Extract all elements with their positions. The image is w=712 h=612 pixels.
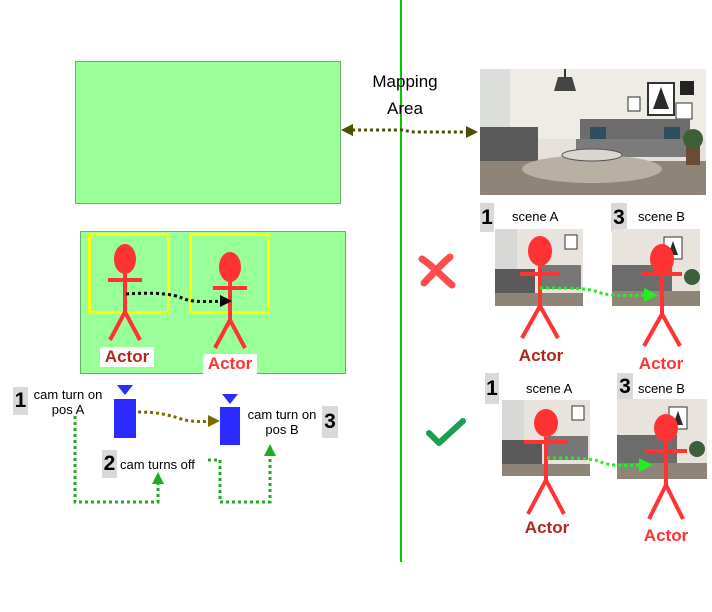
bad-scene-a-label: scene A	[512, 209, 559, 224]
camera-movement-arrow	[137, 410, 220, 427]
mapping-area-box	[75, 61, 341, 204]
actor-movement-arrow	[125, 291, 232, 307]
living-room-photo	[480, 69, 706, 195]
cross-icon	[418, 253, 456, 289]
step-2-number: 2	[102, 450, 117, 478]
step-3-label: cam turn on pos B	[244, 407, 320, 437]
good-scene-a-label: scene A	[526, 381, 573, 396]
camera-icon	[220, 394, 240, 445]
step-3-line2: pos B	[265, 422, 299, 437]
actor-label-bad-3: Actor	[638, 354, 684, 373]
bad-transition-arrow	[539, 286, 658, 302]
step-2-label: cam turns off	[120, 457, 195, 472]
good-transition-arrow	[546, 456, 653, 472]
camera-flow-lines	[73, 416, 276, 504]
actor-figure-bad-3	[642, 244, 682, 347]
mapping-area-label: Mapping Area	[355, 68, 455, 122]
step-1-line1: cam turn on	[33, 387, 103, 402]
good-scene-b-label: scene B	[638, 381, 685, 396]
vertical-divider	[400, 0, 402, 562]
good-scene-a-number: 1	[485, 373, 499, 404]
actor-figure-bad-1	[520, 236, 560, 339]
step-3-line1: cam turn on	[247, 407, 317, 422]
bad-scene-b-number: 3	[611, 203, 627, 232]
step-1-line2: pos A	[51, 402, 85, 417]
actor-bbox-1	[88, 233, 170, 314]
mapping-double-arrow	[341, 124, 478, 138]
actor-label-bad-1: Actor	[518, 346, 564, 365]
actor-label-left-1: Actor	[100, 347, 154, 367]
actor-label-good-1: Actor	[524, 518, 570, 537]
actor-label-good-3: Actor	[643, 526, 689, 545]
mapping-area-line2: Area	[387, 99, 423, 118]
step-1-number: 1	[13, 387, 28, 415]
camera-icon	[114, 385, 136, 438]
actor-figure-good-3	[645, 414, 687, 520]
good-scene-b-number: 3	[617, 373, 633, 400]
actor-label-left-2: Actor	[203, 354, 257, 374]
bad-scene-a-number: 1	[480, 203, 494, 232]
step-1-label: cam turn on pos A	[30, 387, 106, 417]
actor-figure-left-1	[108, 244, 142, 341]
actor-figure-good-1	[524, 409, 568, 515]
bad-scene-b-label: scene B	[638, 209, 685, 224]
step-3-number: 3	[322, 406, 338, 438]
mapping-area-line1: Mapping	[372, 72, 438, 91]
check-icon	[426, 418, 466, 446]
